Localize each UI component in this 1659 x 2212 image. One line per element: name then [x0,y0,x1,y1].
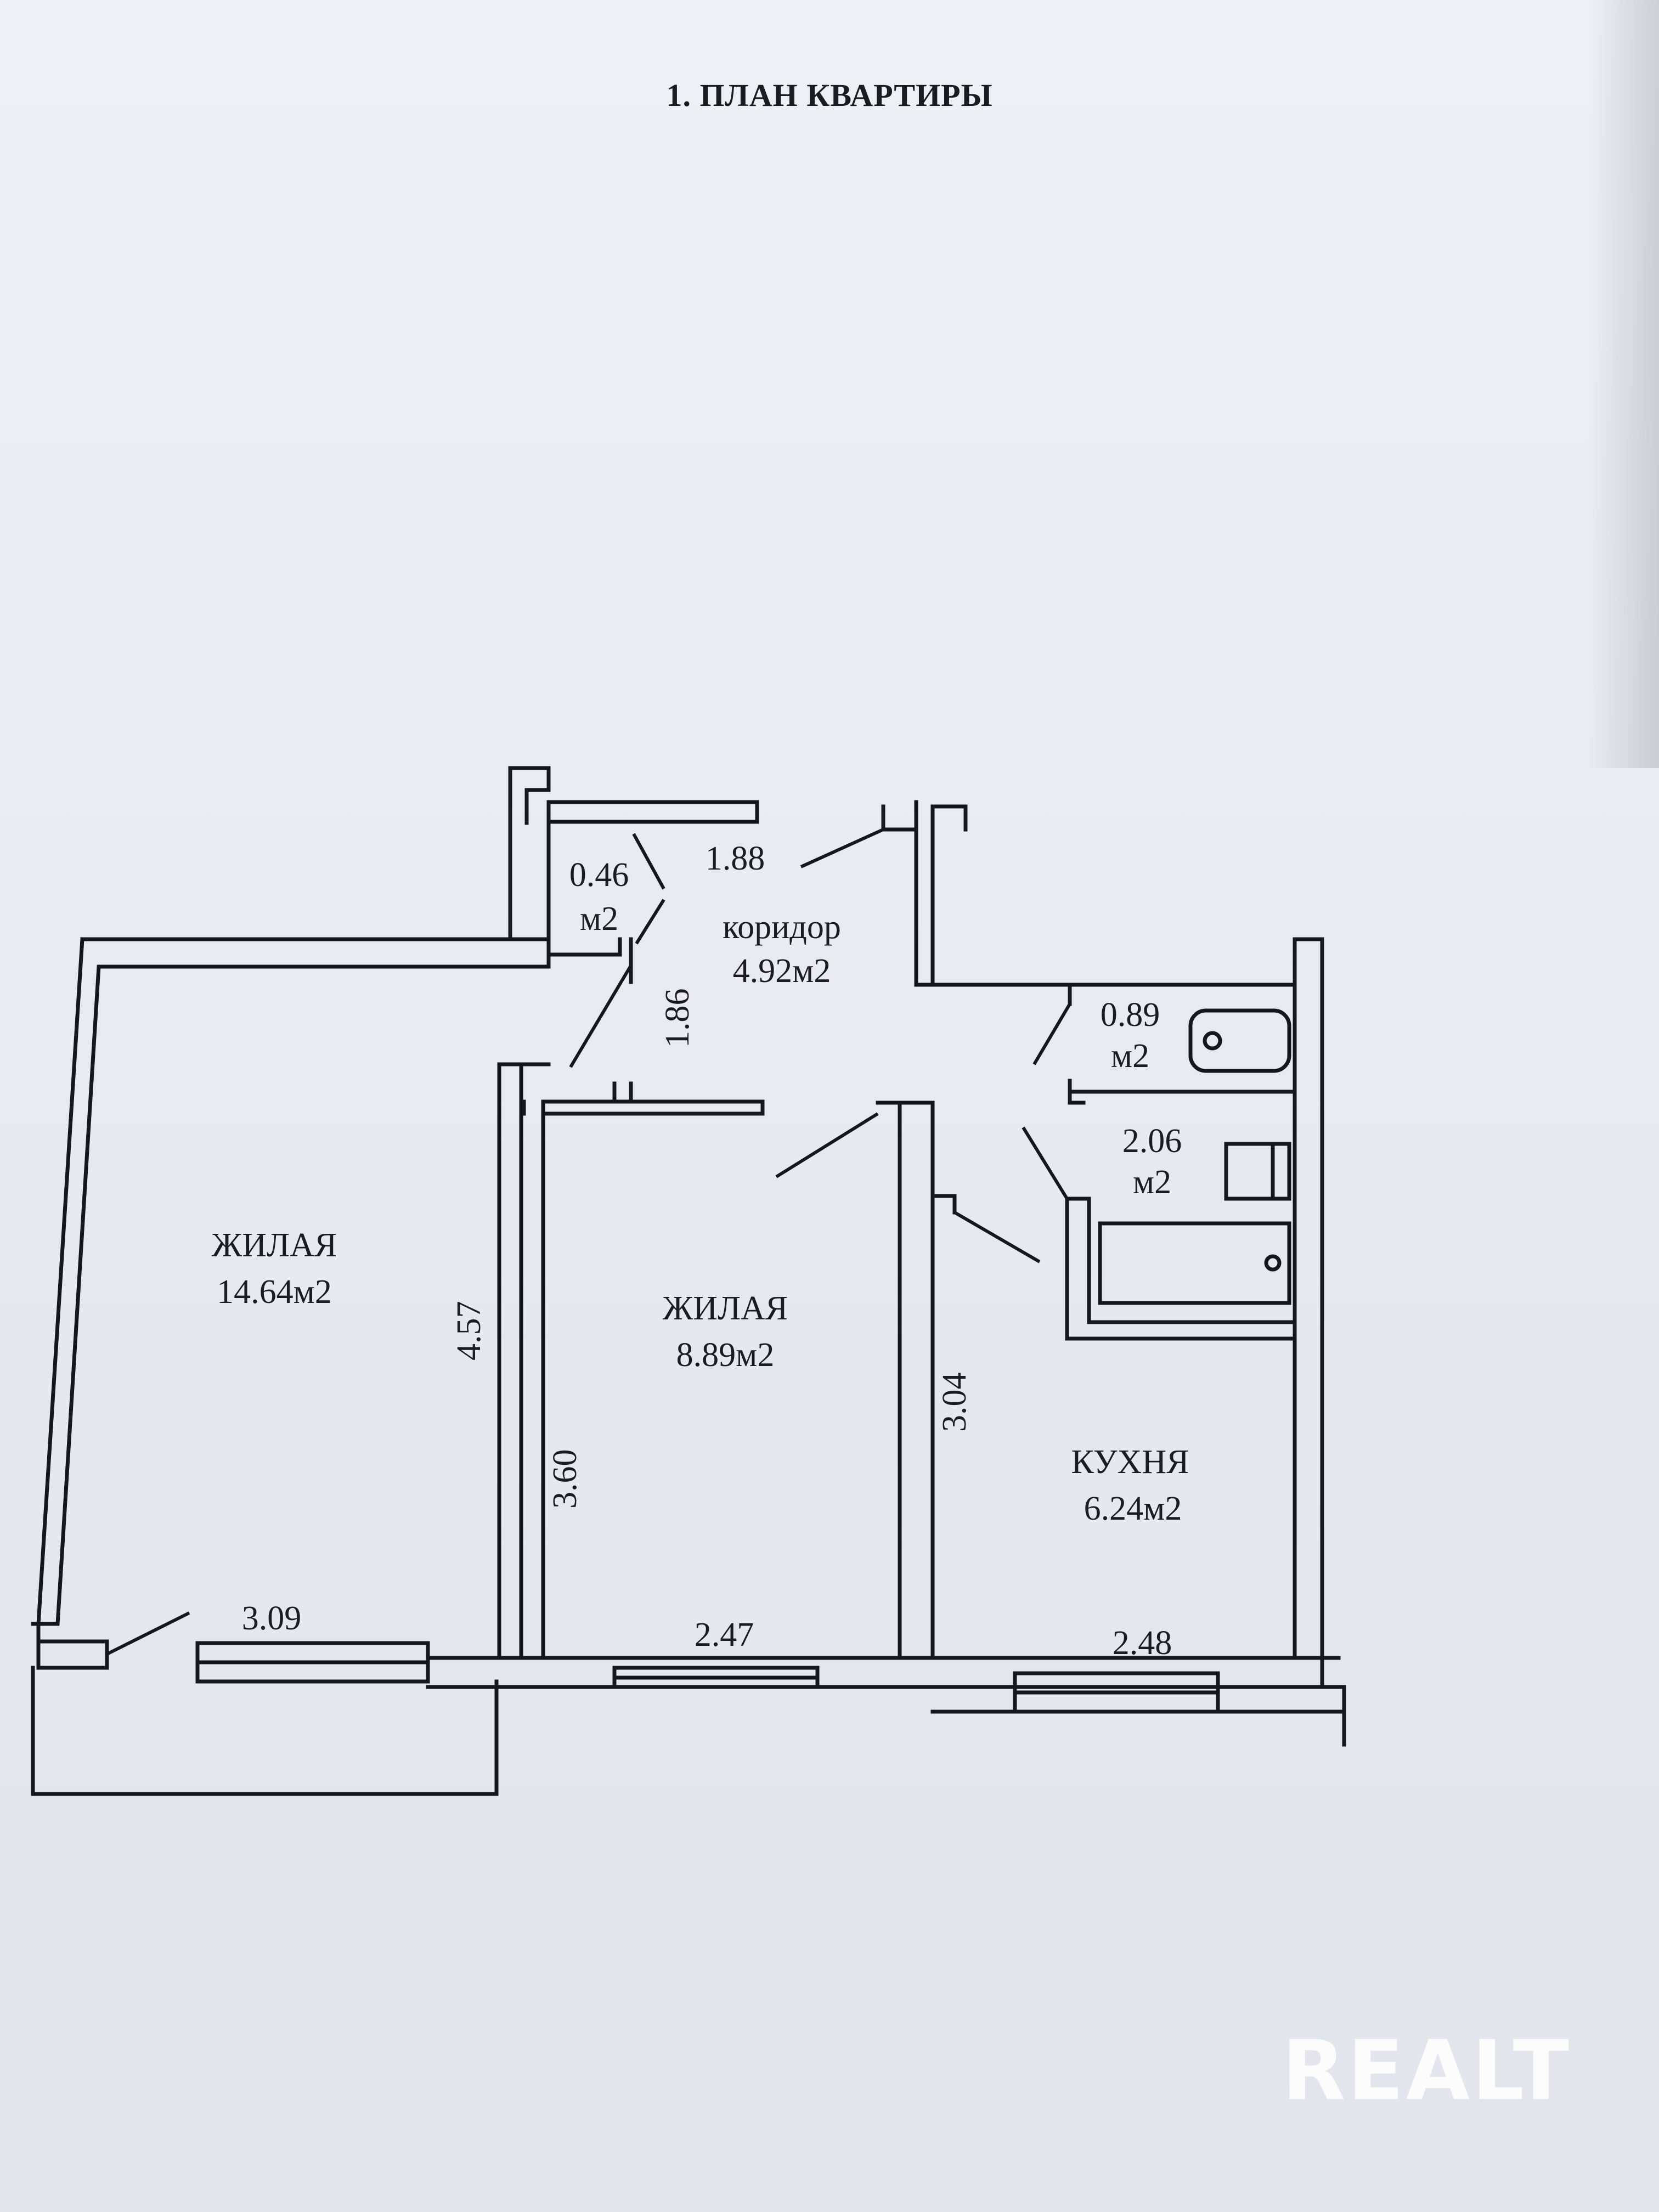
door-swings [106,828,1071,1656]
sink-fixture [1224,1142,1291,1201]
page-shadow [1588,0,1659,768]
kitchen-area: 6.24м2 [1084,1490,1182,1527]
living-large-name: ЖИЛАЯ [211,1227,337,1264]
bathtub-fixture [1098,1221,1291,1305]
wc-area-line2: м2 [579,900,619,938]
kitchen-walls [930,937,1346,1747]
corridor-name: коридор [723,909,841,946]
kitchen-dim-bottom: 2.48 [1112,1624,1172,1662]
realt-watermark: REALT [1282,2023,1571,2119]
living-small-area: 8.89м2 [676,1336,775,1374]
document-title: 1. ПЛАН КВАРТИРЫ [666,77,993,113]
bath-small-area-line1: 0.89 [1100,996,1160,1034]
corridor-area: 4.92м2 [732,952,831,990]
wc-walls [508,766,759,984]
corridor-dim-top: 1.88 [705,840,765,877]
living-large-dim-bottom: 3.09 [241,1600,302,1637]
bathroom-walls [1065,983,1297,1341]
bath-large-area-line1: 2.06 [1122,1122,1182,1160]
wc-area-line1: 0.46 [569,856,629,894]
corridor-dim-side: 1.86 [659,988,696,1048]
living-large-area: 14.64м2 [217,1273,332,1311]
living-large-dim-side: 4.57 [450,1301,488,1361]
bath-small-area-line2: м2 [1110,1037,1150,1075]
living-room-small-walls [426,1081,1341,1689]
wc-bowl-fixture [1188,1008,1291,1073]
living-room-large-walls [31,937,551,1796]
kitchen-dim-side: 3.04 [936,1372,973,1432]
kitchen-name: КУХНЯ [1071,1443,1189,1481]
living-small-dim-bottom: 2.47 [694,1616,754,1654]
bath-large-area-line2: м2 [1132,1164,1172,1201]
living-small-dim-side: 3.60 [546,1449,584,1509]
corridor-walls [881,800,1297,987]
living-small-name: ЖИЛАЯ [662,1290,788,1327]
